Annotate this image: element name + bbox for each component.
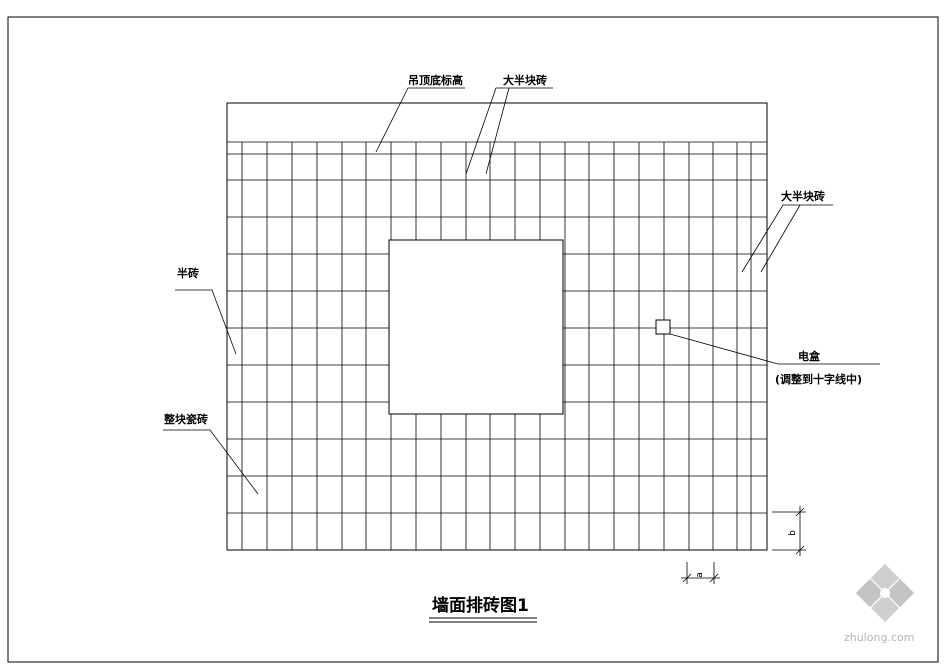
big-half-top-leader <box>465 87 553 175</box>
label-box: 电盒 <box>798 349 821 363</box>
wall-outline <box>226 102 768 551</box>
dimension-b-label: b <box>788 530 798 536</box>
dimension-b <box>772 506 806 556</box>
whole-leader <box>163 429 259 495</box>
label-big-half-top: 大半块砖 <box>503 73 547 87</box>
label-big-half-right: 大半块砖 <box>781 189 825 203</box>
label-ceiling: 吊顶底标高 <box>408 73 463 87</box>
watermark-text: zhulong.com <box>844 631 914 644</box>
big-half-top-leader-2 <box>485 87 510 175</box>
box-leader <box>669 333 880 365</box>
label-box-note: (调整到十字线中) <box>775 372 862 386</box>
drawing-title: 墙面排砖图1 <box>432 595 529 616</box>
central-opening <box>388 239 564 415</box>
ceiling-leader <box>375 87 465 153</box>
watermark-logo-icon <box>855 563 915 623</box>
big-half-right-leader-2 <box>760 204 801 273</box>
leader-lines <box>163 87 880 495</box>
tile-grid <box>227 141 767 550</box>
dimension-a <box>681 562 720 584</box>
big-half-right-leader <box>741 204 833 273</box>
electrical-box <box>655 319 671 335</box>
drawing-frame <box>7 16 939 663</box>
label-whole: 整块瓷砖 <box>163 412 208 426</box>
label-half: 半砖 <box>177 266 199 280</box>
dimension-a-label: a <box>695 572 705 578</box>
half-leader <box>175 289 237 355</box>
